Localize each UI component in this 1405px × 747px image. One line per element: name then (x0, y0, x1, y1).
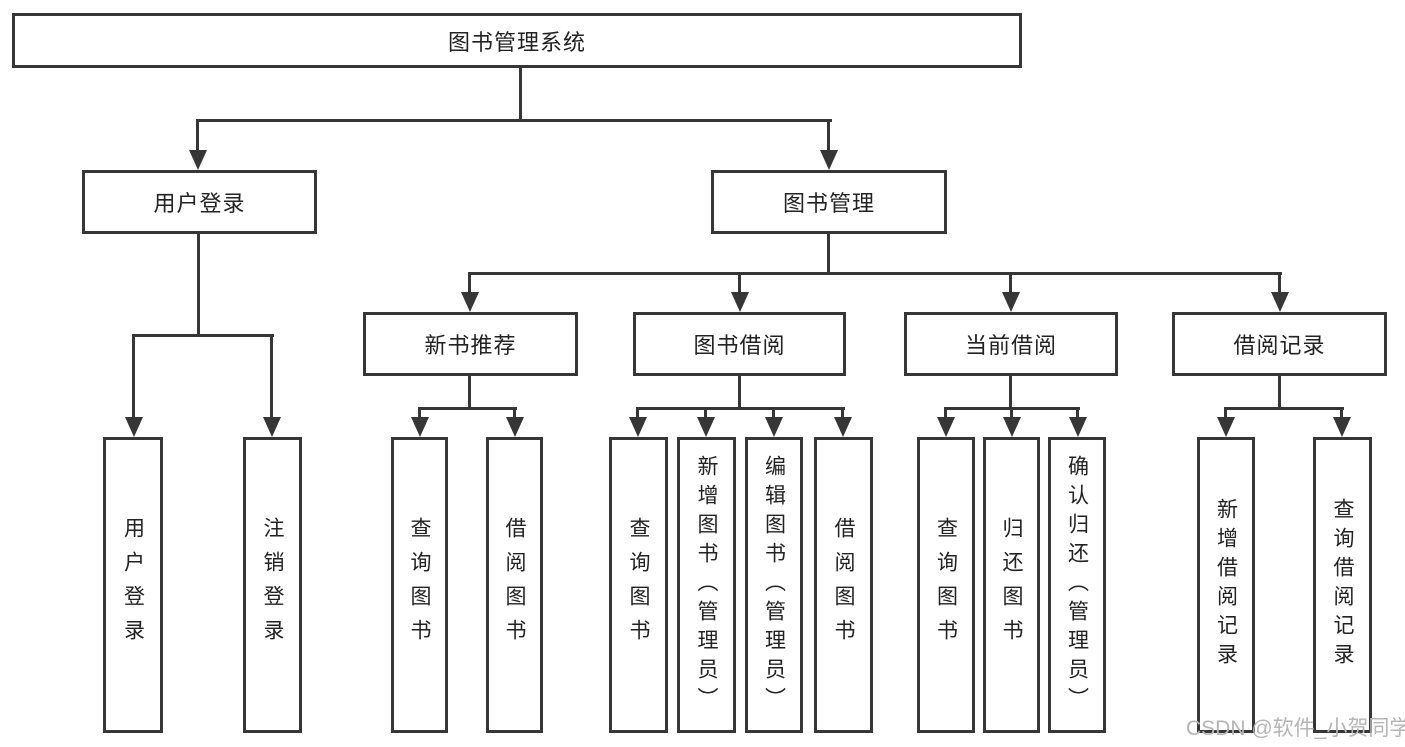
connector-line (704, 407, 707, 417)
leaf-query-book-2: 查询图书 (609, 437, 668, 733)
connector-line (827, 234, 830, 275)
arrow-down-icon (189, 150, 207, 170)
node-book-borrow-label: 图书借阅 (693, 333, 786, 358)
connector-line (418, 407, 421, 417)
connector-line (636, 407, 845, 410)
connector-line (1009, 272, 1012, 292)
connector-line (944, 407, 947, 417)
leaf-query-book-1: 查询图书 (391, 437, 448, 733)
connector-line (132, 334, 135, 417)
arrow-down-icon (1217, 417, 1235, 437)
node-book-management: 图书管理 (711, 170, 947, 234)
leaf-return-book-label: 归还图书 (1000, 517, 1023, 653)
arrow-down-icon (1003, 417, 1021, 437)
arrow-down-icon (411, 417, 429, 437)
connector-line (418, 407, 517, 410)
connector-line (738, 272, 741, 292)
arrow-down-icon (461, 292, 479, 312)
leaf-return-book: 归还图书 (983, 437, 1040, 733)
arrow-down-icon (765, 417, 783, 437)
node-root: 图书管理系统 (12, 13, 1022, 68)
node-current-borrow-label: 当前借阅 (964, 333, 1057, 358)
connector-line (468, 272, 1282, 275)
leaf-confirm-return-admin: 确认归还（管理员） (1048, 437, 1106, 733)
arrow-down-icon (731, 292, 749, 312)
leaf-logout: 注销登录 (243, 437, 302, 733)
leaf-add-book-admin: 新增图书（管理员） (677, 437, 736, 733)
leaf-edit-book-admin: 编辑图书（管理员） (745, 437, 803, 733)
leaf-add-borrow-record: 新增借阅记录 (1197, 437, 1255, 733)
node-user-login: 用户登录 (82, 170, 317, 234)
node-current-borrow: 当前借阅 (904, 312, 1118, 376)
node-book-borrow: 图书借阅 (633, 312, 846, 376)
arrow-down-icon (125, 417, 143, 437)
arrow-down-icon (263, 417, 281, 437)
connector-line (196, 119, 199, 150)
leaf-borrow-book-1-label: 借阅图书 (503, 517, 526, 653)
leaf-add-book-admin-label: 新增图书（管理员） (695, 454, 718, 716)
connector-line (132, 334, 274, 337)
connector-line (468, 272, 471, 292)
leaf-query-book-3-label: 查询图书 (934, 517, 958, 653)
node-user-login-label: 用户登录 (153, 191, 246, 216)
arrow-down-icon (834, 417, 852, 437)
connector-line (1278, 272, 1281, 292)
connector-line (827, 119, 830, 150)
arrow-down-icon (937, 417, 955, 437)
leaf-borrow-book-1: 借阅图书 (486, 437, 543, 733)
leaf-query-borrow-record-label: 查询借阅记录 (1331, 498, 1354, 672)
node-borrow-record: 借阅记录 (1172, 312, 1387, 376)
leaf-query-book-1-label: 查询图书 (408, 517, 431, 653)
connector-line (468, 376, 471, 410)
node-borrow-record-label: 借阅记录 (1233, 333, 1326, 358)
arrow-down-icon (506, 417, 524, 437)
node-new-book-recommend-label: 新书推荐 (424, 333, 517, 358)
leaf-edit-book-admin-label: 编辑图书（管理员） (762, 454, 786, 716)
connector-line (1010, 407, 1013, 417)
node-book-management-label: 图书管理 (782, 191, 875, 216)
connector-line (1076, 407, 1079, 417)
arrow-down-icon (629, 417, 647, 437)
connector-line (738, 376, 741, 410)
connector-line (519, 68, 522, 119)
node-root-label: 图书管理系统 (447, 29, 586, 55)
arrow-down-icon (1069, 417, 1087, 437)
connector-line (196, 119, 832, 122)
leaf-confirm-return-admin-label: 确认归还（管理员） (1065, 454, 1089, 716)
leaf-query-book-2-label: 查询图书 (627, 517, 650, 653)
node-new-book-recommend: 新书推荐 (363, 312, 578, 376)
leaf-logout-label: 注销登录 (261, 517, 284, 653)
leaf-add-borrow-record-label: 新增借阅记录 (1214, 498, 1238, 672)
leaf-query-borrow-record: 查询借阅记录 (1313, 437, 1372, 733)
connector-line (1340, 407, 1343, 417)
connector-line (1224, 407, 1344, 410)
connector-line (513, 407, 516, 417)
arrow-down-icon (820, 150, 838, 170)
connector-line (270, 334, 273, 417)
arrow-down-icon (697, 417, 715, 437)
leaf-user-login: 用户登录 (103, 437, 163, 733)
leaf-borrow-book-2: 借阅图书 (814, 437, 873, 733)
arrow-down-icon (1333, 417, 1351, 437)
leaf-query-book-3: 查询图书 (917, 437, 975, 733)
csdn-watermark: CSDN @软件_小贺同学 (1186, 717, 1405, 740)
connector-line (1224, 407, 1227, 417)
leaf-borrow-book-2-label: 借阅图书 (832, 517, 855, 653)
connector-line (197, 234, 200, 337)
connector-line (841, 407, 844, 417)
connector-line (772, 407, 775, 417)
leaf-user-login-label: 用户登录 (121, 517, 145, 653)
connector-line (1009, 376, 1012, 410)
arrow-down-icon (1271, 292, 1289, 312)
connector-line (636, 407, 639, 417)
arrow-down-icon (1002, 292, 1020, 312)
connector-line (1278, 376, 1281, 410)
